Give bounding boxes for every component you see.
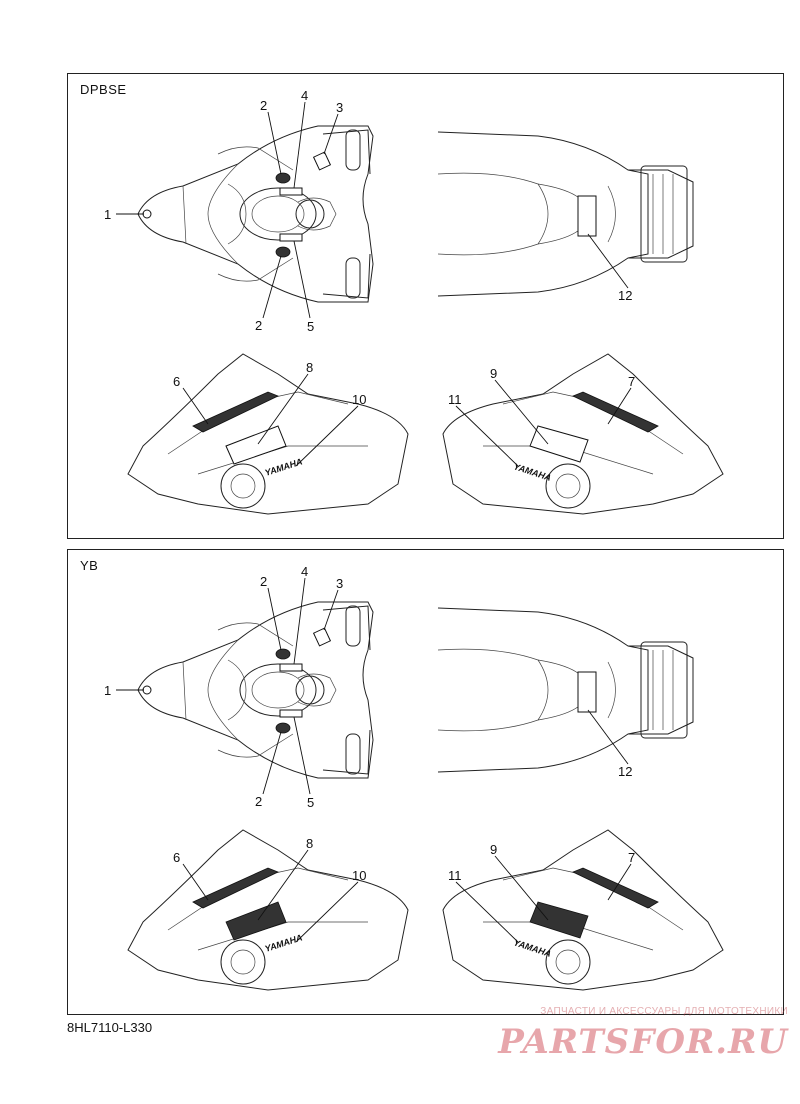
watermark: ЗАПЧАСТИ И АКСЕССУАРЫ ДЛЯ МОТОТЕХНИКИ PA…	[468, 1006, 788, 1062]
callout-9: 9	[490, 366, 497, 381]
callout-7: 7	[628, 374, 635, 389]
side-view-left: YAMAHA	[127, 829, 409, 991]
callout-4: 4	[301, 88, 308, 103]
top-view-front	[137, 125, 374, 303]
callout-6: 6	[173, 374, 180, 389]
callout-1: 1	[104, 207, 111, 222]
callout-3: 3	[336, 576, 343, 591]
callouts: 1 2 3 4 2 5 12 6 8 10 11 9 7	[104, 88, 635, 407]
callout-1: 1	[104, 683, 111, 698]
panel-dpbse: DPBSE	[67, 73, 784, 539]
callout-2-lower: 2	[255, 318, 262, 333]
top-view-rear	[437, 131, 694, 297]
callout-2-lower: 2	[255, 794, 262, 809]
callout-6: 6	[173, 850, 180, 865]
callout-4: 4	[301, 564, 308, 579]
callout-5: 5	[307, 795, 314, 810]
callout-8: 8	[306, 360, 313, 375]
decal-brand-text: YAMAHA	[512, 461, 552, 483]
leader-lines	[116, 101, 632, 467]
panel-yb: YB	[67, 549, 784, 1015]
callout-11: 11	[448, 868, 462, 883]
top-view-front	[137, 601, 374, 779]
panel-label: YB	[80, 558, 99, 573]
callouts: 1 2 3 4 2 5 12 6 8 10 11 9 7	[104, 564, 635, 883]
diagram-dpbse: YAMAHA YAMAHA 1	[104, 88, 724, 515]
side-view-left: YAMAHA	[127, 353, 409, 515]
callout-8: 8	[306, 836, 313, 851]
leader-lines	[116, 577, 632, 943]
callout-9: 9	[490, 842, 497, 857]
watermark-tagline: ЗАПЧАСТИ И АКСЕССУАРЫ ДЛЯ МОТОТЕХНИКИ	[540, 1006, 788, 1017]
callout-12: 12	[618, 288, 632, 303]
diagram-yb: YAMAHA YAMAHA 1 2	[104, 564, 724, 991]
top-view-rear	[437, 607, 694, 773]
callout-10: 10	[352, 392, 366, 407]
callout-2: 2	[260, 98, 267, 113]
callout-5: 5	[307, 319, 314, 334]
part-code: 8HL7110-L330	[67, 1020, 153, 1035]
callout-3: 3	[336, 100, 343, 115]
decal-brand-text: YAMAHA	[264, 932, 304, 954]
panel-label: DPBSE	[80, 82, 127, 97]
decal-brand-text: YAMAHA	[512, 937, 552, 959]
decal-brand-text: YAMAHA	[264, 456, 304, 478]
callout-10: 10	[352, 868, 366, 883]
watermark-brand: PARTSFOR.RU	[498, 1022, 788, 1062]
callout-12: 12	[618, 764, 632, 779]
callout-7: 7	[628, 850, 635, 865]
callout-2: 2	[260, 574, 267, 589]
callout-11: 11	[448, 392, 462, 407]
